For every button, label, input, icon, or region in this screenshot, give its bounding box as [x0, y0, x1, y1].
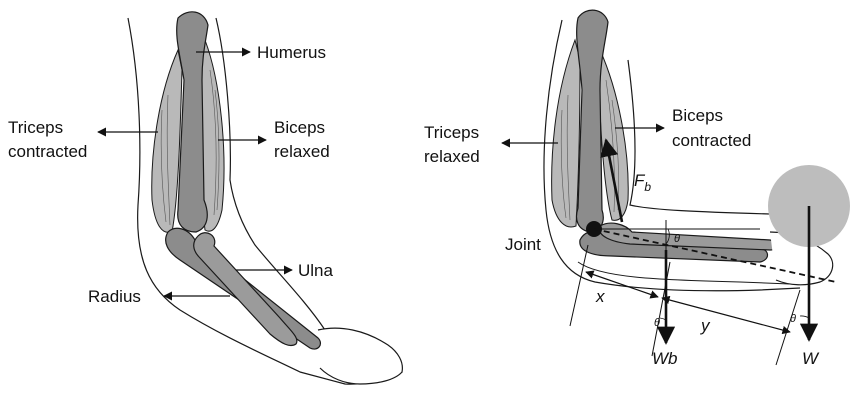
- joint-label: Joint: [505, 235, 541, 254]
- humerus-label: Humerus: [257, 43, 326, 62]
- theta-label-w: θ: [790, 313, 796, 325]
- y-label: y: [700, 316, 711, 335]
- left-radius-bone: [194, 233, 297, 346]
- right-biceps-label-line2: contracted: [672, 131, 751, 150]
- force-fb-label: Fb: [634, 171, 651, 194]
- left-triceps-label-line2: contracted: [8, 142, 87, 161]
- theta-label-horizontal: θ: [674, 233, 680, 245]
- right-triceps-label-line2: relaxed: [424, 147, 480, 166]
- wb-label: Wb: [652, 349, 678, 368]
- theta-label-wb: θ: [654, 317, 660, 329]
- right-biceps-muscle: [598, 50, 628, 220]
- right-triceps-muscle: [552, 40, 580, 227]
- x-extension-left: [570, 245, 588, 326]
- left-hand: [318, 328, 402, 384]
- y-extension-right: [776, 290, 800, 365]
- right-biceps-label-line1: Biceps: [672, 106, 723, 125]
- left-arm-illustration: [128, 12, 402, 384]
- theta-arc-w: [800, 316, 809, 318]
- right-triceps-label-line1: Triceps: [424, 123, 479, 142]
- x-label: x: [595, 287, 605, 306]
- left-biceps-label-line2: relaxed: [274, 142, 330, 161]
- radius-label: Radius: [88, 287, 141, 306]
- w-label: W: [802, 349, 820, 368]
- left-triceps-muscle: [152, 50, 182, 233]
- ulna-label: Ulna: [298, 261, 334, 280]
- left-biceps-label-line1: Biceps: [274, 118, 325, 137]
- right-arm-illustration: [544, 10, 850, 291]
- left-triceps-label-line1: Triceps: [8, 118, 63, 137]
- y-dimension: [662, 298, 790, 332]
